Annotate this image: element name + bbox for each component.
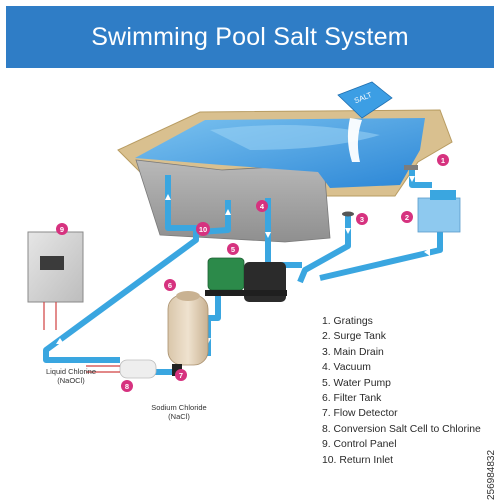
- salt-cell-body: [119, 359, 157, 379]
- control-panel-display: [40, 256, 64, 270]
- legend-item: 2. Surge Tank: [322, 331, 386, 343]
- pipe-pump-filter: [205, 292, 221, 356]
- water-pump: [205, 257, 287, 302]
- flow-arrow: [265, 232, 271, 238]
- marker-3-dot: [356, 213, 368, 225]
- flow-arrow: [225, 209, 231, 215]
- legend-item: 3. Main Drain: [322, 346, 384, 358]
- main-drain: [342, 211, 354, 217]
- marker-6: 6: [168, 281, 172, 290]
- salt-bag: SALT: [337, 81, 393, 162]
- stock-sidebar: 256984832: [484, 255, 500, 500]
- marker-2-dot: [401, 211, 413, 223]
- marker-2: 2: [405, 213, 409, 222]
- surge-tank-body: [417, 197, 461, 233]
- marker-8-dot: [121, 380, 133, 392]
- salt-bag-body: [337, 81, 393, 119]
- marker-7: 7: [179, 371, 183, 380]
- pump-base: [205, 290, 287, 296]
- legend-item: 6. Filter Tank: [322, 392, 382, 404]
- pump-motor: [207, 257, 245, 291]
- control-panel: [27, 231, 84, 330]
- flow-arrow: [56, 338, 64, 344]
- marker-10: 10: [199, 225, 207, 234]
- marker-6-dot: [164, 279, 176, 291]
- legend-item: 7. Flow Detector: [322, 408, 398, 420]
- legend-item: 10. Return Inlet: [322, 454, 394, 466]
- marker-9: 9: [60, 225, 64, 234]
- stock-id: 256984832: [486, 449, 497, 500]
- legend-item: 4. Vacuum: [322, 362, 371, 374]
- filter-tank: [167, 291, 209, 366]
- flow-arrow: [345, 228, 351, 234]
- marker-4-dot: [256, 200, 268, 212]
- number-markers: 1 2 3 4 5 6 7 8 9 10: [56, 154, 449, 392]
- legend-item: 1. Gratings: [322, 316, 373, 327]
- marker-1-dot: [437, 154, 449, 166]
- sodium-chloride-formula: (NaCl): [168, 412, 190, 421]
- diagram-title: Swimming Pool Salt System: [91, 23, 409, 51]
- marker-1: 1: [441, 156, 445, 165]
- sodium-chloride-label: Sodium Chloride: [151, 403, 206, 412]
- surge-tank: [417, 190, 461, 233]
- legend: 1. Gratings 2. Surge Tank 3. Main Drain …: [322, 314, 481, 468]
- gratings: [404, 165, 418, 170]
- liquid-chlorine-formula: (NaOCl): [57, 376, 85, 385]
- flow-detector: [172, 364, 182, 376]
- flow-arrow: [424, 248, 430, 256]
- marker-5-dot: [227, 243, 239, 255]
- flow-arrow: [165, 194, 171, 200]
- pipe-left-return: [43, 175, 199, 363]
- pool-wall: [135, 159, 331, 243]
- marker-7-dot: [175, 369, 187, 381]
- marker-10-dot: [196, 222, 210, 236]
- liquid-chlorine-label: Liquid Chlorine: [46, 367, 96, 376]
- salt-stream: [347, 118, 362, 162]
- marker-4: 4: [260, 202, 265, 211]
- legend-item: 5. Water Pump: [322, 377, 391, 389]
- surge-tank-lid: [430, 190, 456, 200]
- filter-tank-body: [167, 294, 209, 366]
- filter-tank-cap: [176, 291, 200, 301]
- marker-9-dot: [56, 223, 68, 235]
- marker-5: 5: [231, 245, 235, 254]
- marker-3: 3: [360, 215, 364, 224]
- title-banner: Swimming Pool Salt System: [6, 6, 494, 68]
- pool-water-highlight: [210, 125, 380, 150]
- salt-cell: [86, 359, 157, 379]
- legend-item: 9. Control Panel: [322, 439, 397, 451]
- pipe-surge: [409, 168, 432, 188]
- pipe-surge-out: [319, 232, 443, 281]
- legend-item: 8. Conversion Salt Cell to Chlorine: [322, 423, 481, 435]
- flow-arrow: [409, 176, 415, 182]
- marker-8: 8: [125, 382, 129, 391]
